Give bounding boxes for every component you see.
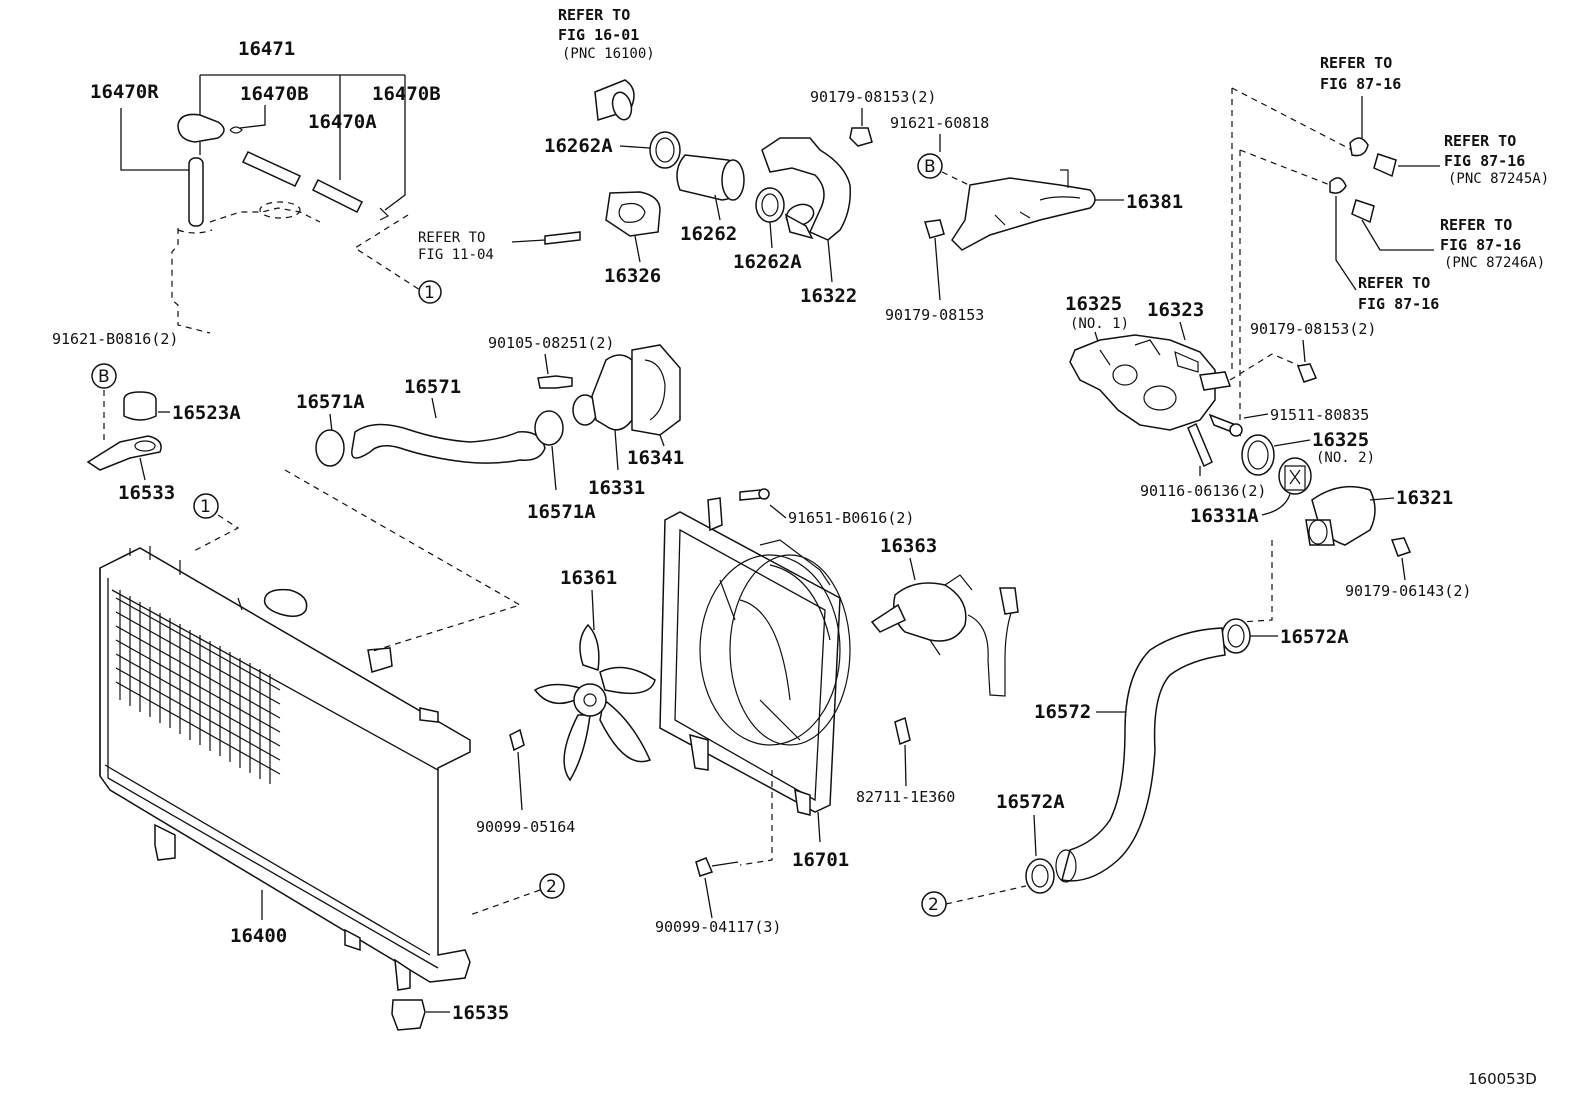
label-16326: 16326 xyxy=(604,265,661,287)
label-16321: 16321 xyxy=(1396,487,1453,509)
circle-marker-B-left xyxy=(91,363,117,389)
label-16470B-1: 16470B xyxy=(240,83,309,105)
fan-shroud-16701 xyxy=(659,497,851,816)
refer-fig-16-01-line2: FIG 16-01 xyxy=(558,26,639,44)
marker-B-right: B xyxy=(924,157,936,177)
label-16363: 16363 xyxy=(880,535,937,557)
fan-motor-16363 xyxy=(870,574,1019,697)
refer-fig-87-16-b-line3: (PNC 87245A) xyxy=(1448,171,1549,187)
marker-1-left: 1 xyxy=(200,497,211,517)
label-82711-1E360: 82711-1E360 xyxy=(856,788,955,806)
refer-fig-87-16-d-line2: FIG 87-16 xyxy=(1358,295,1439,313)
label-90179-08153: 90179-08153 xyxy=(885,306,984,324)
circle-marker-1-left xyxy=(193,493,219,519)
label-90099-05164: 90099-05164 xyxy=(476,818,575,836)
thermostat-16331A xyxy=(1278,457,1312,495)
water-outlet-housing-16323 xyxy=(1069,334,1232,431)
label-16381: 16381 xyxy=(1126,191,1183,213)
refer-fig-87-16-a-line2: FIG 87-16 xyxy=(1320,75,1401,93)
marker-2-left: 2 xyxy=(546,877,557,897)
label-91511-80835: 91511-80835 xyxy=(1270,406,1369,424)
label-16400: 16400 xyxy=(230,925,287,947)
refer-fig-87-16-c-line3: (PNC 87246A) xyxy=(1444,255,1545,271)
label-16571A-1: 16571A xyxy=(296,391,365,413)
label-16262A-2: 16262A xyxy=(733,251,802,273)
marker-1-top: 1 xyxy=(424,283,435,303)
label-90099-04117: 90099-04117(3) xyxy=(655,918,781,936)
label-16571A-2: 16571A xyxy=(527,501,596,523)
label-16572: 16572 xyxy=(1034,701,1091,723)
label-91621-60818: 91621-60818 xyxy=(890,114,989,132)
label-16262A-1: 16262A xyxy=(544,135,613,157)
circle-marker-1-top xyxy=(418,280,442,304)
label-16325-1-sub: (NO. 1) xyxy=(1070,316,1129,332)
label-16701: 16701 xyxy=(792,849,849,871)
refer-fig-87-16-c-line2: FIG 87-16 xyxy=(1440,236,1521,254)
label-91651-B0616: 91651-B0616(2) xyxy=(788,509,914,527)
refer-fig-11-04-line2: FIG 11-04 xyxy=(418,247,494,263)
label-91621-B0816: 91621-B0816(2) xyxy=(52,330,178,348)
label-16325-2-sub: (NO. 2) xyxy=(1316,450,1375,466)
refer-fig-87-16-c-line1: REFER TO xyxy=(1440,216,1512,234)
label-16572A-2: 16572A xyxy=(996,791,1065,813)
refer-fig-87-16-d-line1: REFER TO xyxy=(1358,274,1430,292)
circle-marker-B-right xyxy=(917,153,943,179)
label-16325-1: 16325 xyxy=(1065,293,1122,315)
label-16533: 16533 xyxy=(118,482,175,504)
radiator-16400 xyxy=(99,546,471,991)
label-90179-08153-2a: 90179-08153(2) xyxy=(810,88,936,106)
label-16572A-1: 16572A xyxy=(1280,626,1349,648)
label-16470B-2: 16470B xyxy=(372,83,441,105)
label-16323: 16323 xyxy=(1147,299,1204,321)
refer-fig-87-16-a-line1: REFER TO xyxy=(1320,54,1392,72)
label-16470R: 16470R xyxy=(90,81,159,103)
refer-fig-16-01-line3: (PNC 16100) xyxy=(562,46,655,62)
marker-2-right: 2 xyxy=(928,895,939,915)
figure-code: 160053D xyxy=(1468,1070,1537,1088)
lower-hose-16572 xyxy=(1055,627,1226,883)
label-90116-06136: 90116-06136(2) xyxy=(1140,482,1266,500)
refer-fig-87-16-b-line1: REFER TO xyxy=(1444,132,1516,150)
label-16322: 16322 xyxy=(800,285,857,307)
label-90105-08251: 90105-08251(2) xyxy=(488,334,614,352)
marker-B-left: B xyxy=(98,367,110,387)
label-16361: 16361 xyxy=(560,567,617,589)
label-16262: 16262 xyxy=(680,223,737,245)
label-16331A: 16331A xyxy=(1190,505,1259,527)
circle-marker-2-left xyxy=(539,873,565,899)
label-16325-2: 16325 xyxy=(1312,429,1369,451)
label-90179-06143: 90179-06143(2) xyxy=(1345,582,1471,600)
label-16470A: 16470A xyxy=(308,111,377,133)
reserve-tank-group xyxy=(120,74,406,334)
label-16471: 16471 xyxy=(238,38,295,60)
label-16341: 16341 xyxy=(627,447,684,469)
water-inlet-16321 xyxy=(1305,485,1376,546)
label-16571: 16571 xyxy=(404,376,461,398)
label-90179-08153-2b: 90179-08153(2) xyxy=(1250,320,1376,338)
refer-fig-87-16-b-line2: FIG 87-16 xyxy=(1444,152,1525,170)
refer-fig-16-01-line1: REFER TO xyxy=(558,6,630,24)
label-16535: 16535 xyxy=(452,1002,509,1024)
label-16331: 16331 xyxy=(588,477,645,499)
fan-16361 xyxy=(533,623,656,782)
label-16523A: 16523A xyxy=(172,402,241,424)
refer-fig-11-04-line1: REFER TO xyxy=(418,230,485,246)
